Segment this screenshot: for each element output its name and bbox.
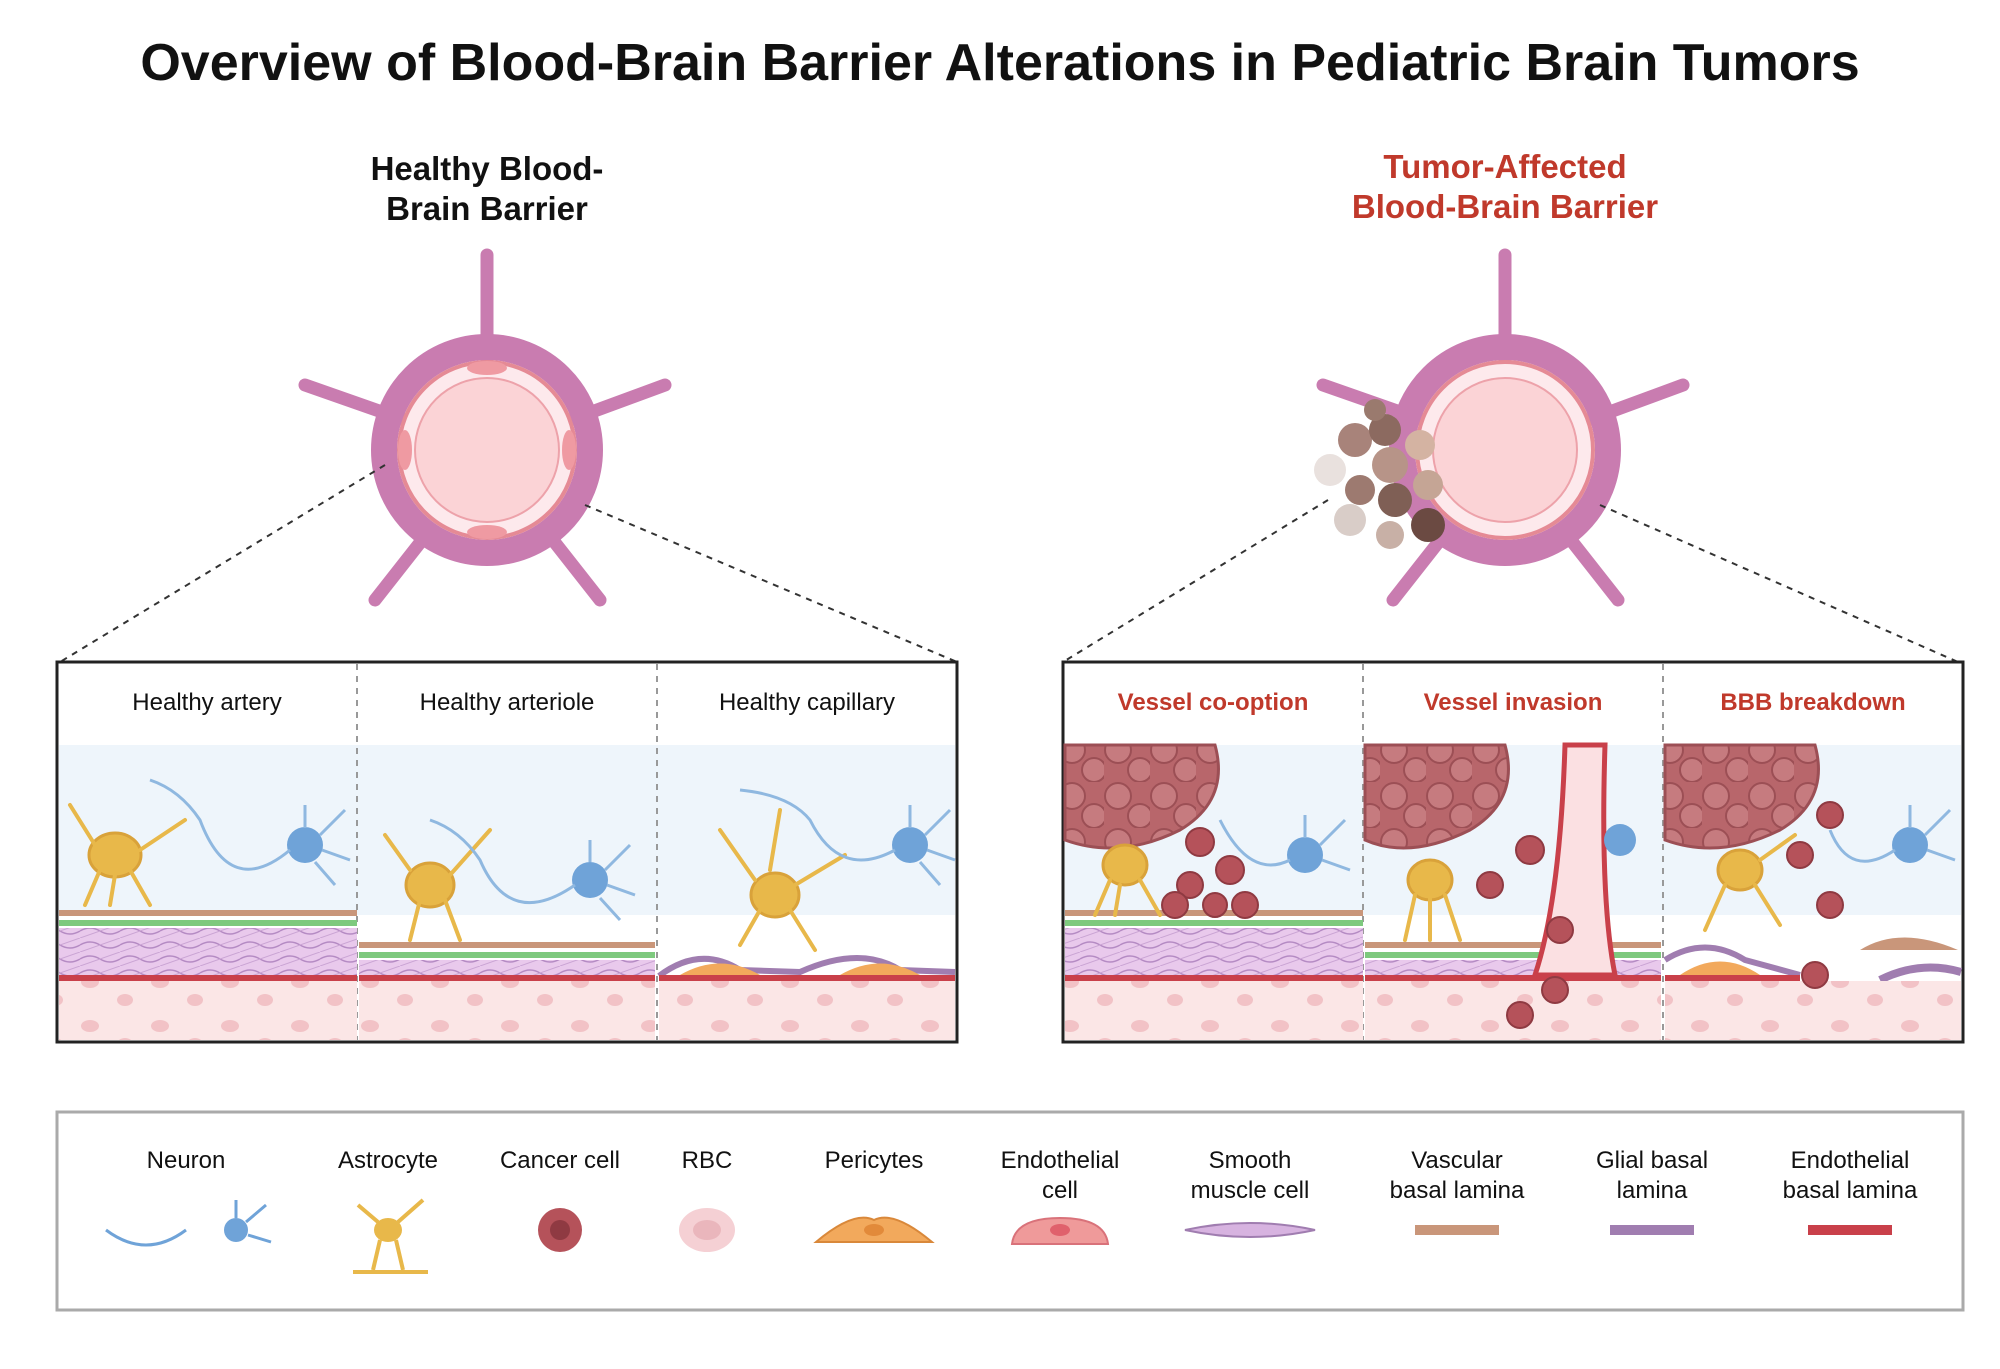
- vascular-basal-lamina-icon: [1415, 1225, 1499, 1235]
- tumor-vessel-cross-section: Tumor-Affected Blood-Brain Barrier: [1314, 148, 1690, 607]
- legend-label: Glial basal: [1596, 1147, 1708, 1174]
- legend-label: cell: [1042, 1177, 1078, 1204]
- zoom-lines: [59, 464, 1959, 663]
- legend-item: Endothelial basal lamina: [1783, 1147, 1918, 1235]
- legend-item: Cancer cell: [500, 1147, 620, 1252]
- legend-item: RBC: [679, 1147, 735, 1252]
- legend-item: Neuron: [105, 1147, 272, 1247]
- healthy-heading-line1: Healthy Blood-: [371, 150, 604, 187]
- neuron-icon: [105, 1200, 272, 1247]
- legend-item: Vascular basal lamina: [1390, 1147, 1525, 1235]
- legend-label: Pericytes: [825, 1147, 924, 1174]
- astrocyte-icon: [353, 1198, 428, 1274]
- panel-label-healthy-arteriole: Healthy arteriole: [420, 689, 595, 716]
- legend-label: muscle cell: [1191, 1177, 1310, 1204]
- glial-basal-lamina-icon: [1610, 1225, 1694, 1235]
- legend-label: RBC: [682, 1147, 733, 1174]
- tumor-heading-line2: Blood-Brain Barrier: [1352, 188, 1658, 225]
- legend-label: lamina: [1617, 1177, 1688, 1204]
- healthy-panel: Healthy artery Healthy arteriole Healthy…: [55, 660, 959, 1044]
- legend-label: Astrocyte: [338, 1147, 438, 1174]
- panel-label-healthy-capillary: Healthy capillary: [719, 689, 895, 716]
- legend-item: Smooth muscle cell: [1184, 1147, 1316, 1238]
- panel-label-bbb-breakdown: BBB breakdown: [1720, 689, 1905, 716]
- legend-item: Astrocyte: [338, 1147, 438, 1274]
- legend-label: basal lamina: [1390, 1177, 1525, 1204]
- legend-label: Cancer cell: [500, 1147, 620, 1174]
- tumor-heading-line1: Tumor-Affected: [1383, 148, 1626, 185]
- legend: Neuron Astrocyte Cancer cell RBC Pericytes En…: [55, 1110, 1965, 1312]
- panel-label-vessel-invasion: Vessel invasion: [1424, 689, 1603, 716]
- cancer-cell-icon: [538, 1208, 582, 1252]
- legend-label: Vascular: [1411, 1147, 1503, 1174]
- legend-label: basal lamina: [1783, 1177, 1918, 1204]
- legend-label: Endothelial: [1791, 1147, 1910, 1174]
- legend-item: Endothelial cell: [1001, 1147, 1120, 1245]
- healthy-heading-line2: Brain Barrier: [386, 190, 588, 227]
- legend-label: Endothelial: [1001, 1147, 1120, 1174]
- endothelial-basal-lamina-icon: [1808, 1225, 1892, 1235]
- panel-label-healthy-artery: Healthy artery: [132, 689, 281, 716]
- panel-label-vessel-co-option: Vessel co-option: [1118, 689, 1309, 716]
- tumor-cluster: [1314, 399, 1445, 549]
- page-title: Overview of Blood-Brain Barrier Alterati…: [140, 34, 1859, 92]
- healthy-vessel-cross-section: Healthy Blood- Brain Barrier: [298, 150, 672, 607]
- endothelial-cell-icon: [1010, 1216, 1110, 1245]
- legend-label: Smooth: [1209, 1147, 1292, 1174]
- pericyte-icon: [813, 1216, 935, 1243]
- tumor-panel: Vessel co-option Vessel invasion BBB bre…: [1061, 660, 1965, 1044]
- rbc-icon: [679, 1208, 735, 1252]
- smooth-muscle-cell-icon: [1184, 1222, 1316, 1238]
- legend-label: Neuron: [147, 1147, 226, 1174]
- legend-item: Pericytes: [813, 1147, 935, 1243]
- legend-item: Glial basal lamina: [1596, 1147, 1708, 1235]
